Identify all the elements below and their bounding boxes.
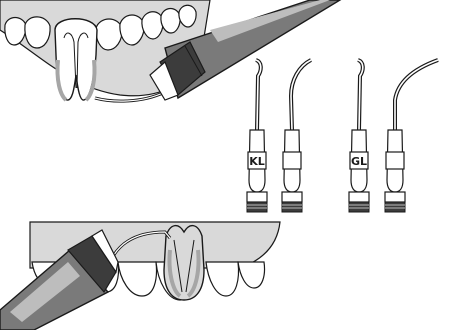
upper-jaw-scene [0,0,342,103]
scaler-tip-kl [246,58,268,213]
upper-handpiece [149,0,342,101]
tip-label-gl: GL [351,155,367,168]
scaler-tip-4 [384,58,439,213]
scaler-tips-group: KL GL [246,58,439,213]
lower-cross-section-tooth [163,225,205,301]
scaler-tip-gl [348,58,370,213]
scaler-tip-2 [281,58,313,213]
upper-cross-section-tooth [54,18,98,102]
tip-label-kl: KL [249,155,265,168]
lower-jaw-scene [0,221,281,330]
upper-teeth-row [4,4,197,51]
lower-handpiece [0,229,119,330]
